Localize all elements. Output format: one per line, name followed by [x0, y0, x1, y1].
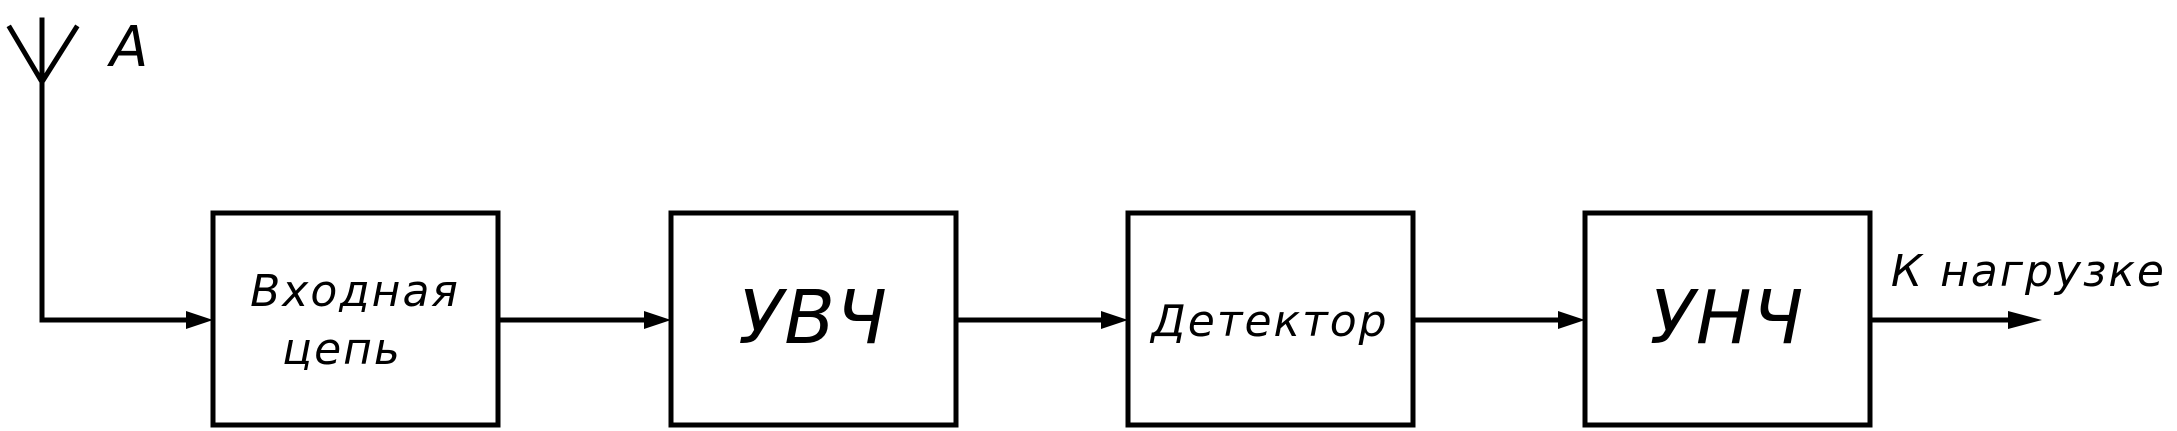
antenna-icon [6, 17, 80, 87]
block-rf-amplifier-label: УВЧ [738, 275, 888, 361]
block-input-circuit-frame [210, 210, 501, 428]
antenna: A [6, 15, 150, 87]
output-label: К нагрузке [1891, 246, 2166, 297]
block-input-circuit: Входная цепь [210, 210, 501, 428]
antenna-feed-wire [39, 79, 191, 323]
arrow-to-input-circuit [186, 311, 213, 329]
block-detector: Детектор [1125, 210, 1416, 428]
block-rf-amplifier: УВЧ [668, 210, 959, 428]
block-input-circuit-label-line1: Входная [250, 266, 460, 317]
block-detector-label: Детектор [1149, 296, 1388, 347]
block-detector-frame [1125, 210, 1416, 428]
block-af-amplifier: УНЧ [1582, 210, 1873, 428]
arrow-to-detector [1101, 311, 1128, 329]
block-af-amplifier-label: УНЧ [1650, 275, 1804, 361]
arrow-to-rf-amplifier [644, 311, 671, 329]
arrow-to-af-amplifier [1558, 311, 1585, 329]
antenna-label: A [107, 15, 150, 80]
output-arrow [2008, 311, 2042, 329]
block-input-circuit-label-line2: цепь [282, 324, 402, 375]
block-af-amplifier-frame [1582, 210, 1873, 428]
